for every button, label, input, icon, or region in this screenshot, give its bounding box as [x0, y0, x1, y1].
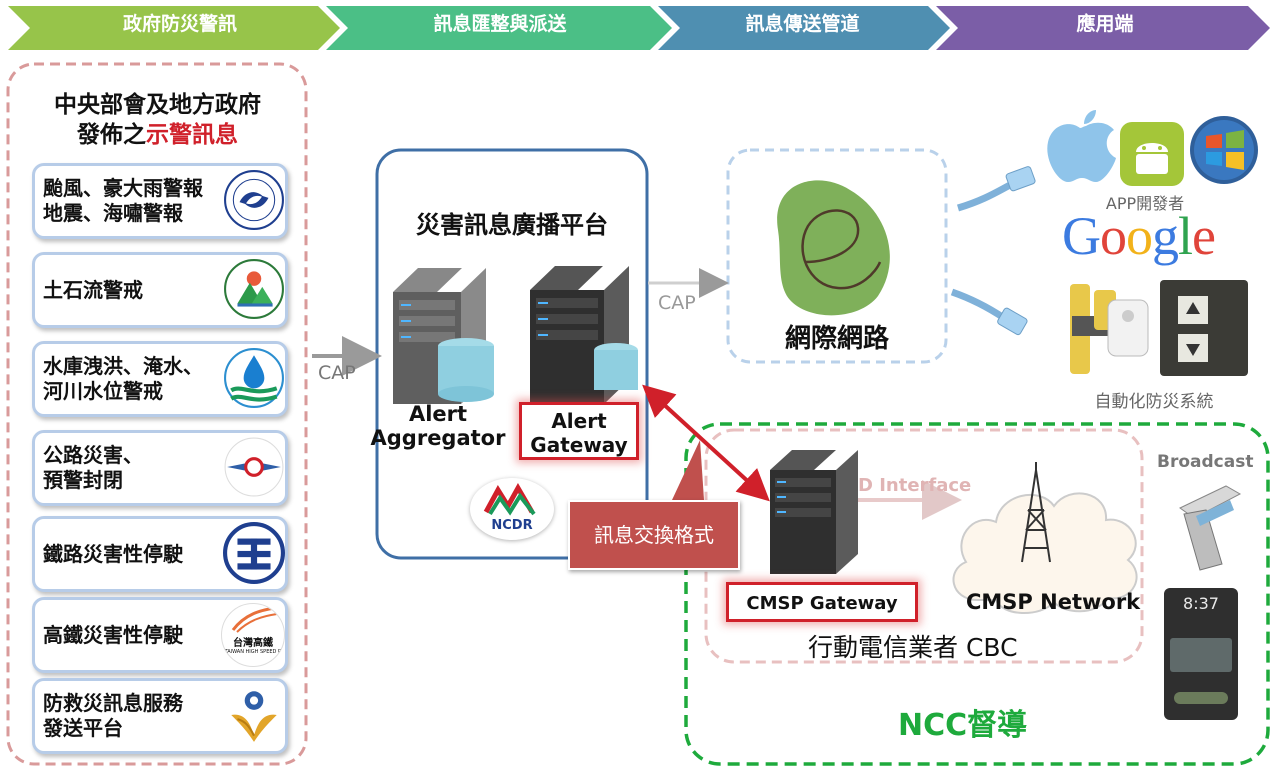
agency-label-weather: 颱風、豪大雨警報 地震、海嘯警報 [43, 176, 203, 225]
hsr-icon: 台灣高鐵 TAIWAN HIGH SPEED R [221, 603, 285, 667]
agency-label-platform: 防救災訊息服務 發送平台 [43, 691, 183, 740]
google-letter-g2: g [1152, 206, 1179, 266]
ncdr-logo-text: NCDR [491, 518, 533, 533]
windows-icon [1190, 116, 1258, 184]
red-exchange-arrow [642, 384, 770, 502]
internet-box-border [726, 148, 948, 364]
cell-tower-icon [1021, 462, 1051, 563]
aggregator-label: Alert Aggregator [368, 402, 508, 450]
government-emblem-icon [231, 691, 277, 742]
ethernet-cable-upper-icon [957, 166, 1036, 212]
ncdr-mountain-icon [483, 482, 536, 516]
d-interface-label: D Interface [858, 475, 972, 496]
automation-devices [1070, 280, 1248, 376]
agency-label-debris: 土石流警戒 [43, 277, 143, 302]
ncc-supervision-label: NCC督導 [898, 708, 1028, 743]
cap-label-right: CAP [658, 292, 696, 314]
agency-card-platform: 防救災訊息服務 發送平台 [32, 678, 288, 754]
water-agency-icon [224, 348, 284, 408]
apple-icon [1047, 110, 1116, 182]
google-letter-g: G [1062, 206, 1101, 266]
exchange-format-callout: 訊息交換格式 [568, 500, 740, 570]
ncdr-logo: NCDR [470, 478, 554, 540]
callout-pointer [672, 440, 704, 500]
agency-card-debris: 土石流警戒 [32, 252, 288, 328]
left-panel-border [6, 62, 308, 766]
cmsp-cloud-icon [952, 492, 1138, 615]
cmsp-gateway-box: CMSP Gateway [726, 582, 918, 622]
stage-label-government: 政府防災警訊 [122, 13, 237, 35]
agency-card-water: 水庫洩洪、淹水、 河川水位警戒 [32, 341, 288, 417]
cmsp-network-label: CMSP Network [966, 590, 1141, 614]
google-letter-e: e [1192, 206, 1216, 266]
valve-device-icon [1070, 284, 1149, 374]
hsr-logo-subtext: TAIWAN HIGH SPEED R [224, 649, 282, 655]
cap-label-left: CAP [318, 362, 356, 384]
aggregator-server-icon [393, 268, 494, 404]
aggregator-label-line2: Aggregator [370, 426, 506, 450]
cmsp-server-icon [770, 450, 858, 574]
broadcast-label: Broadcast [1157, 452, 1254, 472]
agency-card-weather: 颱風、豪大雨警報 地震、海嘯警報 [32, 163, 288, 239]
agency-label-highway: 公路災害、 預警封閉 [43, 443, 143, 492]
flip-phone-icon [1179, 485, 1242, 571]
google-letter-o1: o [1100, 206, 1127, 266]
phone-slider [1174, 692, 1228, 704]
google-letter-o2: o [1126, 206, 1153, 266]
hsr-logo-text: 台灣高鐵 [233, 638, 273, 649]
railway-icon [223, 522, 285, 584]
agency-card-hsr: 高鐵災害性停駛 台灣高鐵 TAIWAN HIGH SPEED R [32, 597, 288, 673]
hsr-swoosh-icon [231, 606, 278, 633]
phone-time: 8:37 [1183, 594, 1219, 613]
agency-card-highway: 公路災害、 預警封閉 [32, 430, 288, 506]
swcb-seal-icon [224, 259, 284, 319]
platform-title: 災害訊息廣播平台 [416, 211, 608, 239]
stage-arrow-2 [326, 6, 672, 50]
ncc-border [684, 422, 1270, 766]
internet-e-logo-icon [777, 180, 890, 316]
operator-cbc-label: 行動電信業者 CBC [808, 633, 1018, 662]
gateway-server-icon [530, 266, 638, 404]
stage-label-channel: 訊息傳送管道 [745, 13, 860, 35]
google-letter-l: l [1178, 206, 1193, 266]
gateway-label-line1: Alert [551, 409, 607, 433]
highway-bureau-icon [224, 437, 284, 497]
platform-icons [1047, 110, 1258, 186]
left-panel-title-red: 示警訊息 [146, 122, 238, 148]
stage-label-integration: 訊息匯整與派送 [433, 13, 567, 35]
ethernet-cable-lower-icon [950, 288, 1028, 336]
agency-label-water: 水庫洩洪、淹水、 河川水位警戒 [43, 354, 203, 403]
app-developer-label: APP開發者 [1105, 194, 1185, 213]
stage-arrow-1 [8, 6, 340, 50]
stage-arrow-3 [658, 6, 950, 50]
left-panel-title-black: 發佈之 [77, 122, 146, 148]
google-logo: Google [1062, 205, 1216, 267]
left-panel-title-line1: 中央部會及地方政府 [54, 92, 261, 118]
android-icon [1120, 122, 1184, 186]
internet-label: 網際網路 [784, 324, 889, 354]
cwb-seal-icon [224, 170, 284, 230]
agency-label-hsr: 高鐵災害性停駛 [43, 622, 183, 647]
elevator-panel-icon [1160, 280, 1248, 376]
stage-label-application: 應用端 [1076, 13, 1134, 35]
left-panel-title-line2: 發佈之示警訊息 [20, 120, 295, 150]
stage-banner [8, 6, 1270, 50]
alert-gateway-box: Alert Gateway [519, 402, 639, 460]
agency-card-railway: 鐵路災害性停駛 [32, 516, 288, 592]
gateway-label-line2: Gateway [530, 433, 628, 457]
automation-label: 自動化防災系統 [1094, 392, 1214, 412]
stage-arrow-4 [936, 6, 1270, 50]
left-panel-title: 中央部會及地方政府 發佈之示警訊息 [20, 90, 295, 150]
phone-alert-box [1170, 638, 1232, 672]
smartphone-icon: 8:37 [1164, 588, 1238, 720]
agency-label-railway: 鐵路災害性停駛 [43, 541, 183, 566]
aggregator-label-line1: Alert [408, 402, 468, 426]
